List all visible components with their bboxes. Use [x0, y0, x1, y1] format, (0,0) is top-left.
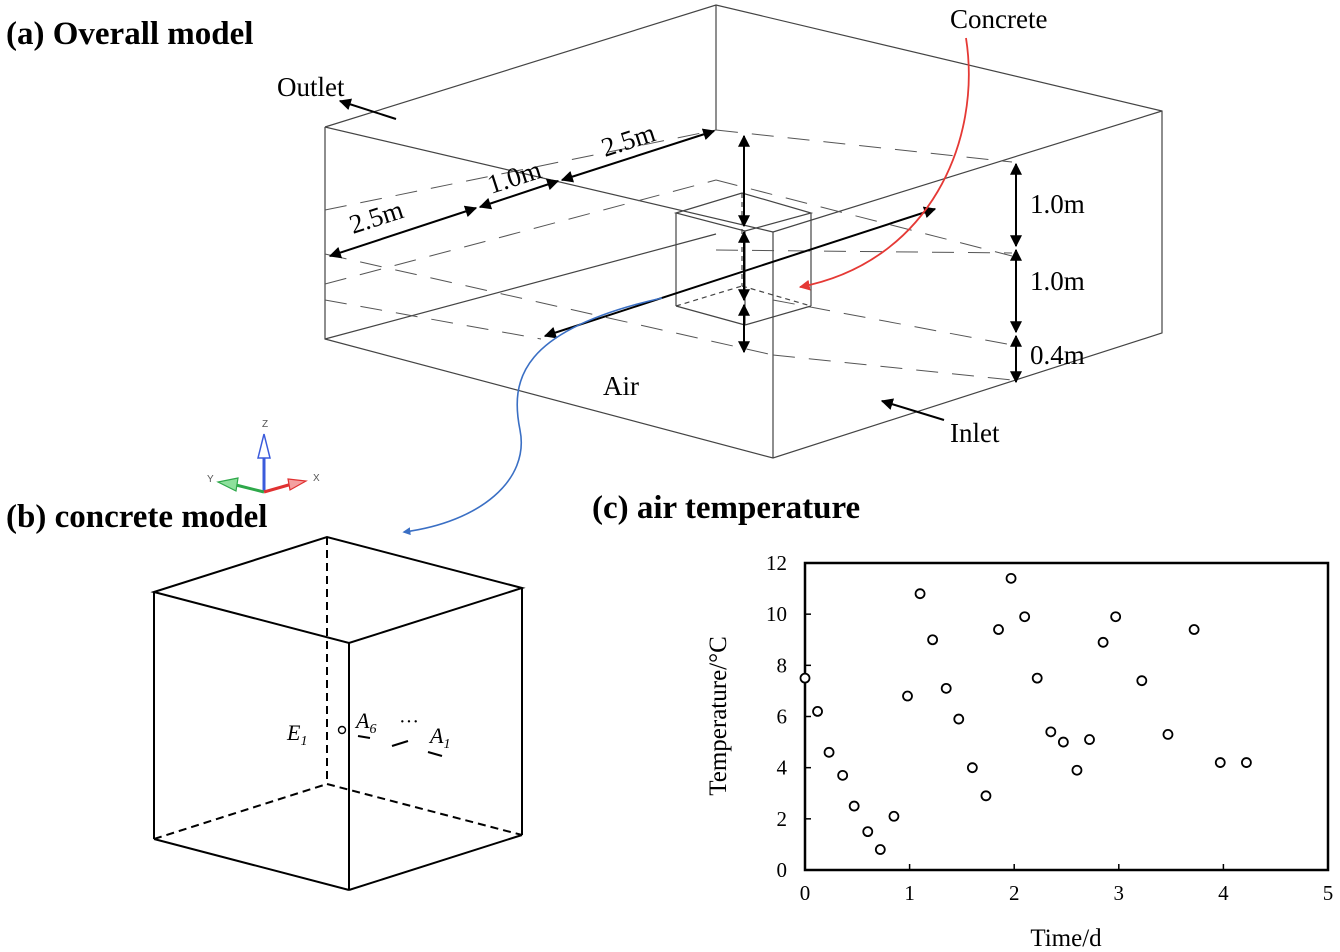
inlet-arrow — [880, 398, 945, 421]
sensor-a1-mark — [427, 751, 443, 757]
dim-2-5m-right: 2.5m — [598, 117, 659, 162]
data-point — [1084, 734, 1095, 745]
y-axis-head — [216, 477, 239, 492]
data-point — [993, 624, 1004, 635]
x-axis-label: Time/d — [1030, 925, 1102, 952]
y-tick-label: 2 — [777, 807, 788, 831]
y-tick-label: 6 — [777, 705, 788, 729]
data-points — [799, 572, 1252, 855]
data-point — [914, 588, 926, 600]
data-point — [1241, 757, 1252, 768]
sensor-a6-mark — [357, 735, 371, 739]
dim-1-0m-mid: 1.0m — [484, 154, 545, 199]
data-point — [927, 634, 939, 646]
x-tick-label: 2 — [1009, 881, 1020, 905]
concrete-pointer-arrow — [798, 37, 970, 291]
y-tick-label: 12 — [766, 551, 787, 575]
data-point — [1031, 672, 1043, 684]
data-point — [1019, 611, 1031, 623]
dim-0-4m: 0.4m — [1030, 340, 1085, 370]
x-tick-label: 1 — [904, 881, 915, 905]
x-axis-arrow — [263, 482, 293, 494]
x-axis-label: X — [313, 473, 320, 484]
data-point — [902, 690, 913, 702]
data-point — [1162, 729, 1174, 740]
y-axis-ticks: 0 2 4 6 8 10 12 — [766, 551, 811, 882]
label-a1: A1 — [428, 723, 450, 752]
panel-a-overall-model: (a) Overall model — [6, 4, 1163, 536]
outlet-label: Outlet — [277, 72, 345, 102]
label-a6: A6 — [354, 708, 376, 737]
x-axis-head — [287, 478, 308, 491]
x-axis-ticks: 0 1 2 3 4 5 — [800, 864, 1334, 905]
data-point — [888, 810, 900, 822]
inlet-label: Inlet — [950, 418, 1000, 448]
data-point — [837, 769, 849, 781]
data-point — [823, 746, 835, 758]
dim-1-0m-middle: 1.0m — [1030, 266, 1085, 296]
data-point — [1045, 726, 1057, 738]
data-point — [1136, 675, 1148, 687]
x-tick-label: 0 — [800, 881, 811, 905]
sensor-mid-mark — [391, 740, 409, 747]
sensor-e1-point — [337, 725, 347, 735]
panel-c-title: (c) air temperature — [592, 490, 860, 526]
y-axis-label: Temperature/°C — [705, 636, 732, 796]
z-axis-label: Z — [262, 419, 268, 430]
concrete-cube — [150, 535, 526, 891]
y-tick-label: 8 — [777, 653, 788, 677]
data-point — [812, 705, 823, 717]
y-tick-label: 0 — [777, 858, 788, 882]
panel-b-title: (b) concrete model — [6, 499, 267, 535]
air-domain-box — [324, 4, 1163, 459]
x-tick-label: 5 — [1323, 881, 1334, 905]
data-point — [862, 826, 874, 838]
air-label: Air — [603, 371, 639, 401]
data-point — [1005, 572, 1017, 584]
data-point — [1097, 636, 1109, 648]
outlet-arrow — [338, 98, 397, 120]
y-axis-label: Y — [207, 474, 214, 485]
data-point — [966, 762, 978, 774]
data-point — [953, 713, 965, 725]
data-point — [1057, 736, 1069, 748]
concrete-label: Concrete — [950, 4, 1047, 34]
dashed-planes — [324, 129, 1013, 381]
data-point — [1214, 757, 1226, 768]
y-tick-label: 4 — [777, 756, 788, 780]
data-point — [1071, 764, 1083, 776]
z-axis-head — [257, 433, 271, 459]
panel-b-concrete-model: (b) concrete model E1 A6 ··· A1 — [6, 499, 526, 891]
dimension-arrows — [328, 128, 1022, 384]
x-tick-label: 4 — [1218, 881, 1229, 905]
label-ellipsis: ··· — [399, 711, 419, 733]
x-tick-label: 3 — [1114, 881, 1125, 905]
data-point — [1188, 624, 1200, 635]
panel-a-title: (a) Overall model — [6, 16, 253, 52]
y-tick-label: 10 — [766, 602, 787, 626]
axis-triad: Z Y X — [207, 419, 320, 494]
data-point — [874, 844, 886, 855]
data-point — [980, 790, 992, 802]
data-point — [1110, 611, 1122, 623]
data-point — [799, 672, 811, 684]
label-e1: E1 — [286, 720, 307, 749]
data-point — [848, 800, 860, 812]
plot-frame — [803, 561, 1330, 872]
detail-connector-arrow — [402, 297, 663, 536]
data-point — [940, 682, 952, 694]
dim-1-0m-top: 1.0m — [1030, 189, 1085, 219]
